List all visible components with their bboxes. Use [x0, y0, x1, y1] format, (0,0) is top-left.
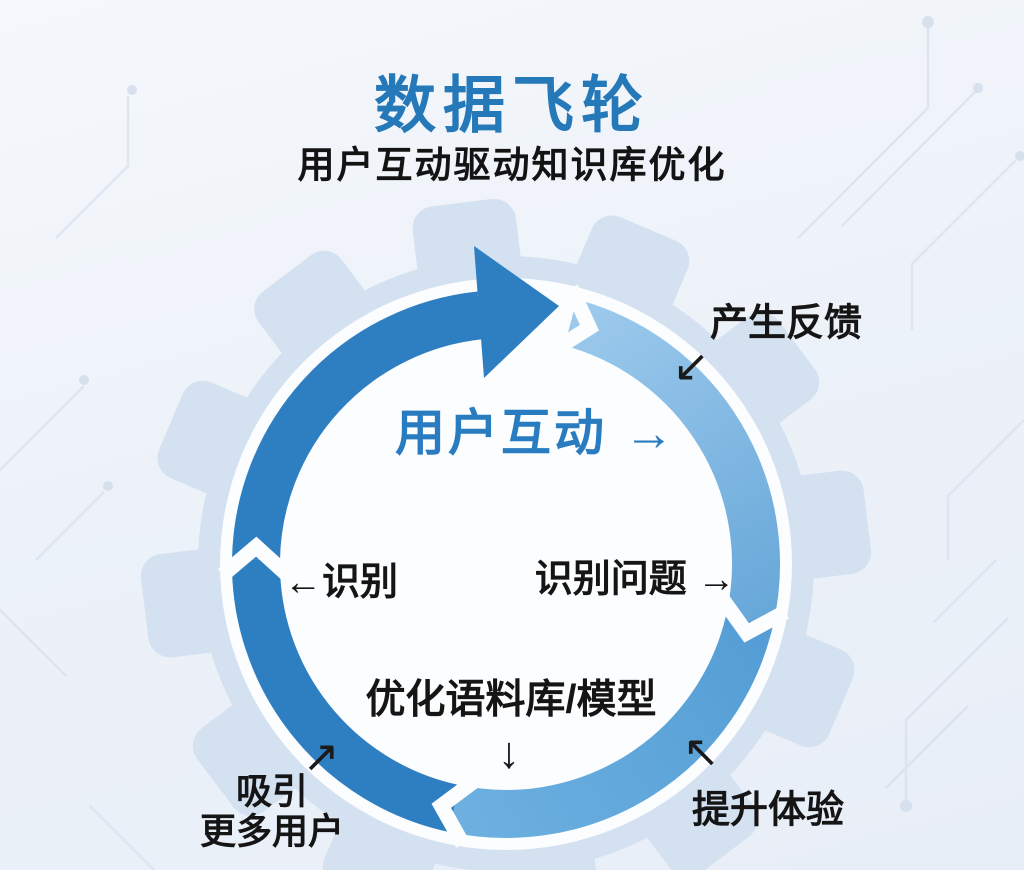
- ring-segment-bottom-right: [449, 614, 773, 838]
- page-title: 数据飞轮: [373, 71, 651, 141]
- ring-segment-top-right: [564, 299, 780, 626]
- label-optimize-corpus-model: 优化语料库/模型: [365, 677, 657, 722]
- ring-segment-bottom-left: [231, 559, 460, 832]
- ring-gap-chevron-bottom: [431, 773, 481, 848]
- down-left-arrow-icon: ↙: [672, 341, 710, 391]
- up-right-arrow-icon: ↗: [302, 732, 340, 782]
- flywheel-halo: [220, 278, 792, 850]
- gear-tooth: [140, 547, 244, 658]
- label-generate-feedback: 产生反馈: [709, 302, 863, 345]
- gear-tooth: [489, 826, 600, 870]
- up-left-arrow-icon: ↖: [682, 727, 720, 777]
- label-identify-problem: 识别问题 →: [534, 558, 736, 601]
- center-user-interaction-label: 用户互动 →: [395, 405, 677, 461]
- label-attract-line2: 更多用户: [199, 811, 345, 852]
- ring-gap-chevron-right: [714, 592, 789, 643]
- ring-segment-top-left: [232, 291, 483, 561]
- gear-tooth: [768, 470, 872, 581]
- flywheel-arrowhead-icon: [474, 246, 559, 378]
- ring-gap-chevron-top: [548, 284, 600, 358]
- circuit-pattern: [0, 28, 1024, 870]
- label-identify: ←识别: [283, 561, 399, 604]
- circuit-pattern-dots: [79, 16, 1024, 812]
- label-improve-experience: 提升体验: [691, 789, 845, 832]
- ring-gap-chevron-left: [217, 536, 294, 582]
- down-arrow-icon: ↓: [498, 728, 520, 778]
- label-attract-more-users: 吸引 更多用户: [199, 770, 345, 853]
- label-attract-line1: 吸引: [235, 770, 309, 812]
- page-subtitle: 用户互动驱动知识库优化: [297, 144, 727, 186]
